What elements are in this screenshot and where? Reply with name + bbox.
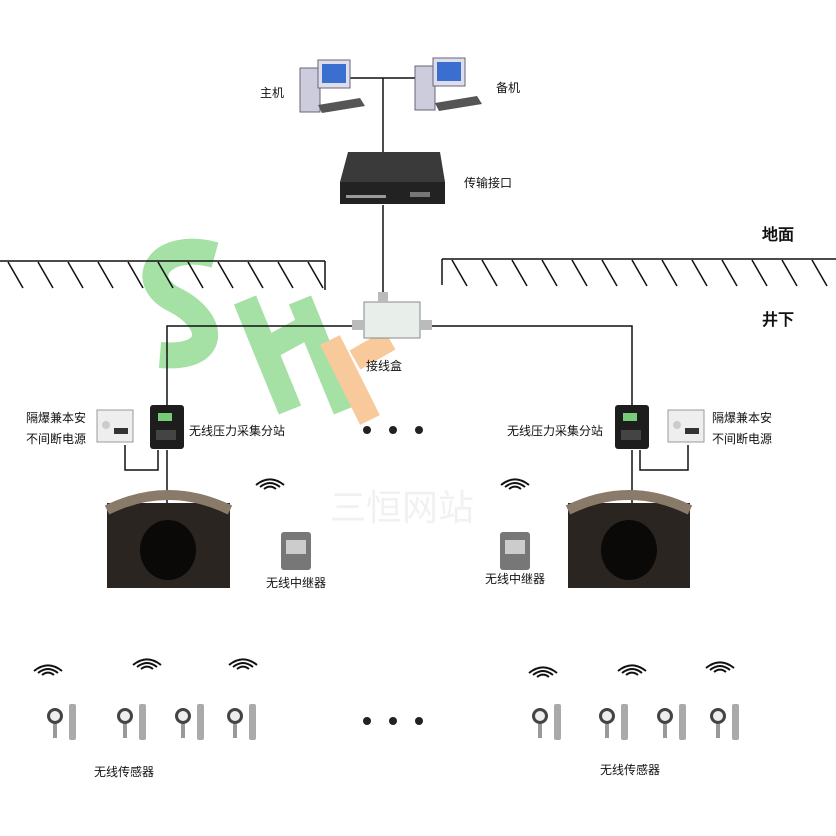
underground-label: 井下 — [762, 310, 795, 329]
right-sensor-label: 无线传感器 — [600, 763, 661, 777]
sensor-icon — [657, 704, 686, 740]
sensor-icon — [117, 704, 146, 740]
host-computer-icon — [299, 59, 365, 113]
right-repeater-icon — [500, 532, 530, 570]
wifi-arc — [33, 664, 63, 672]
right-station-icon — [615, 405, 649, 449]
right-mine-tunnel-photo — [565, 490, 693, 588]
wifi-arc — [140, 665, 154, 670]
sensor-icon — [532, 704, 561, 740]
sensor-icon — [175, 704, 204, 740]
right-repeater-label: 无线中继器 — [485, 572, 546, 586]
wifi-arc — [508, 485, 522, 490]
sensor-icon — [710, 704, 739, 740]
left-ups-label-2: 不间断电源 — [26, 432, 87, 446]
wifi-arc — [236, 665, 250, 670]
wifi-arc — [259, 482, 281, 488]
right-ups-label-2: 不间断电源 — [712, 432, 773, 446]
left-mine-tunnel-photo — [104, 490, 233, 588]
left-ups-icon — [96, 409, 134, 443]
right-ups-icon — [667, 409, 705, 443]
right-station-label: 无线压力采集分站 — [507, 424, 604, 438]
wifi-arc — [500, 478, 530, 486]
sensor-icon — [227, 704, 256, 740]
ground-label: 地面 — [762, 225, 795, 244]
wifi-arc — [132, 658, 162, 666]
sensor-icon — [599, 704, 628, 740]
wifi-arc — [528, 666, 558, 674]
wifi-arc — [232, 662, 254, 668]
wifi-arc — [504, 482, 526, 488]
wifi-arc — [536, 673, 550, 678]
wifi-arc — [41, 671, 55, 676]
wifi-arc — [255, 478, 285, 486]
wifi-arc — [263, 485, 277, 490]
junction-label: 接线盒 — [366, 359, 403, 373]
wireless-signal-icons — [33, 478, 735, 678]
watermark: 三恒网站 — [142, 238, 474, 529]
ground-surface — [0, 258, 836, 290]
wifi-arc — [136, 662, 158, 668]
left-station-label: 无线压力采集分站 — [189, 424, 286, 438]
sensor-icon — [47, 704, 76, 740]
wifi-arc — [617, 664, 647, 672]
backup-computer-icon — [414, 57, 482, 111]
wifi-arc — [621, 668, 643, 674]
left-repeater-icon — [281, 532, 311, 570]
transmission-interface-icon — [340, 152, 445, 204]
wifi-arc — [625, 671, 639, 676]
backup-label: 备机 — [496, 81, 521, 95]
ellipsis-dots — [363, 426, 423, 725]
right-ups-label-1: 隔爆兼本安 — [712, 411, 773, 425]
left-ups-label-1: 隔爆兼本安 — [26, 411, 87, 425]
wifi-arc — [532, 670, 554, 676]
interface-label: 传输接口 — [464, 176, 513, 190]
wireless-sensor-icons — [47, 704, 739, 740]
watermark-text: 三恒网站 — [330, 488, 474, 529]
host-label: 主机 — [260, 86, 285, 100]
wifi-arc — [228, 658, 258, 666]
left-repeater-label: 无线中继器 — [266, 576, 327, 590]
left-station-icon — [150, 405, 184, 449]
wifi-arc — [705, 661, 735, 669]
connection-lines — [124, 77, 689, 503]
wifi-arc — [713, 668, 727, 673]
wifi-arc — [37, 668, 59, 674]
junction-box-icon — [352, 292, 432, 339]
left-sensor-label: 无线传感器 — [94, 765, 155, 779]
wifi-arc — [709, 665, 731, 671]
